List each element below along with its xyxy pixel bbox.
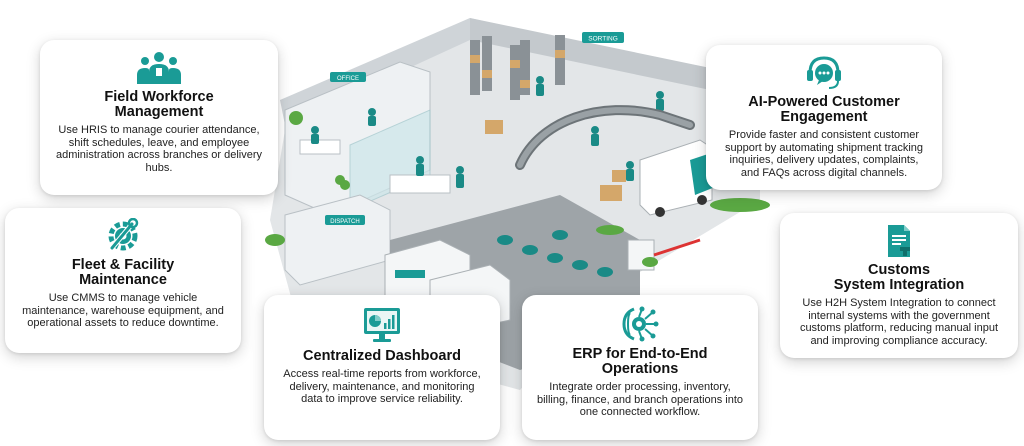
card-erp-operations: ERP for End-to-End Operations Integrate …	[522, 295, 758, 440]
card-title: Centralized Dashboard	[303, 348, 461, 364]
conveyor-belt-top	[517, 107, 693, 168]
headset-chat-icon	[807, 56, 841, 89]
wrench-gear-icon	[108, 218, 139, 251]
gatehouse	[627, 239, 655, 271]
card-fleet-facility-maintenance: Fleet & Facility Maintenance Use CMMS to…	[5, 208, 241, 353]
team-icon	[137, 52, 181, 84]
card-centralized-dashboard: Centralized Dashboard Access real-time r…	[264, 295, 500, 440]
card-title: Field Workforce Management	[104, 89, 214, 120]
card-title: Customs System Integration	[833, 262, 965, 293]
sorting-sign-text: SORTING	[588, 36, 618, 43]
card-title: Fleet & Facility Maintenance	[71, 257, 175, 288]
card-description: Provide faster and consistent customer s…	[724, 129, 924, 179]
boxes	[470, 50, 626, 201]
back-wall-right	[470, 18, 720, 92]
card-field-workforce-management: Field Workforce Management Use HRIS to m…	[40, 40, 278, 195]
card-description: Access real-time reports from workforce,…	[283, 368, 481, 405]
card-ai-customer-engagement: AI-Powered Customer Engagement Provide f…	[706, 45, 942, 190]
monitor-chart-icon	[364, 308, 400, 342]
card-description: Use CMMS to manage vehicle maintenance, …	[22, 292, 224, 329]
gate-barrier	[653, 238, 701, 257]
workers	[311, 76, 664, 188]
card-title: AI-Powered Customer Engagement	[748, 94, 900, 125]
office-sign-text: OFFICE	[337, 76, 359, 82]
card-description: Use HRIS to manage courier attendance, s…	[55, 124, 263, 174]
desk	[299, 139, 341, 155]
card-customs-system-integration: Customs System Integration Use H2H Syste…	[780, 213, 1018, 358]
sorting-sign	[582, 32, 624, 43]
customs-document-icon	[888, 225, 910, 257]
erp-network-icon	[622, 306, 659, 342]
desk	[389, 174, 451, 194]
scooters	[497, 230, 613, 277]
plants	[265, 111, 770, 267]
storage-shelves	[470, 35, 565, 100]
card-description: Use H2H System Integration to connect in…	[799, 297, 999, 347]
card-title: ERP for End-to-End Operations	[572, 346, 708, 377]
dispatch-sign	[325, 215, 365, 225]
office-sign	[330, 72, 366, 82]
dispatch-sign-text: DISPATCH	[330, 219, 359, 225]
card-description: Integrate order processing, inventory, b…	[536, 381, 744, 418]
